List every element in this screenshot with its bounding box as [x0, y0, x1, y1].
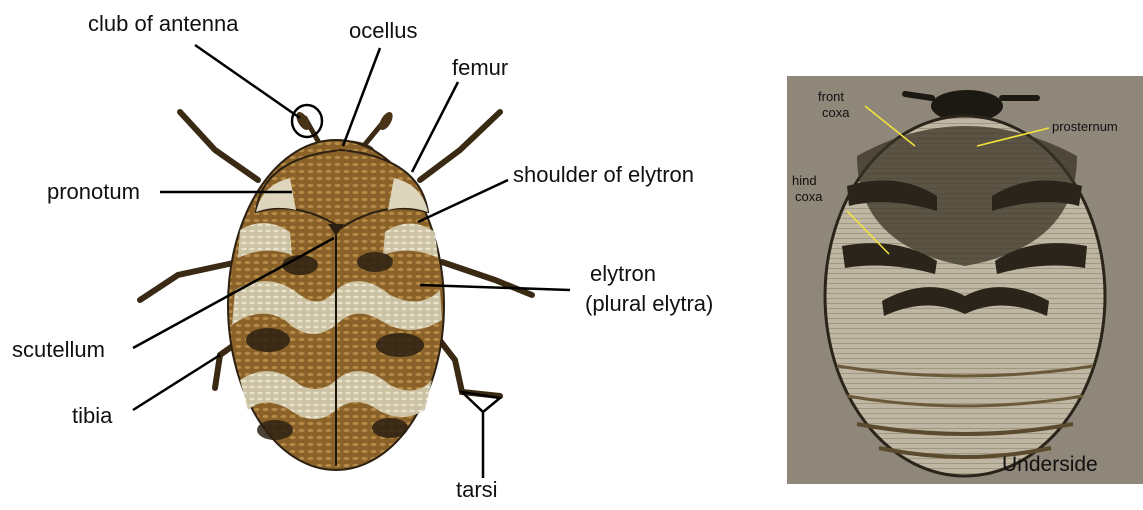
underside-photo	[787, 76, 1143, 484]
underside-caption: Underside	[1002, 453, 1098, 477]
label-club-of-antenna: club of antenna	[88, 12, 238, 36]
label-hind-coxa-line1: hind	[792, 174, 817, 189]
label-ocellus: ocellus	[349, 19, 417, 43]
label-scutellum: scutellum	[12, 338, 105, 362]
label-prosternum: prosternum	[1052, 120, 1118, 135]
label-front-coxa-line1: front	[818, 90, 844, 105]
label-shoulder-of-elytron: shoulder of elytron	[513, 163, 694, 187]
label-tarsi: tarsi	[456, 478, 498, 502]
label-elytron-plural: (plural elytra)	[585, 292, 713, 316]
label-front-coxa-line2: coxa	[822, 106, 849, 121]
dorsal-view-diagram	[0, 0, 760, 510]
label-hind-coxa-line2: coxa	[795, 190, 822, 205]
label-elytron: elytron	[590, 262, 656, 286]
label-tibia: tibia	[72, 404, 112, 428]
underside-illustration	[787, 76, 1143, 484]
label-pronotum: pronotum	[47, 180, 140, 204]
label-femur: femur	[452, 56, 508, 80]
